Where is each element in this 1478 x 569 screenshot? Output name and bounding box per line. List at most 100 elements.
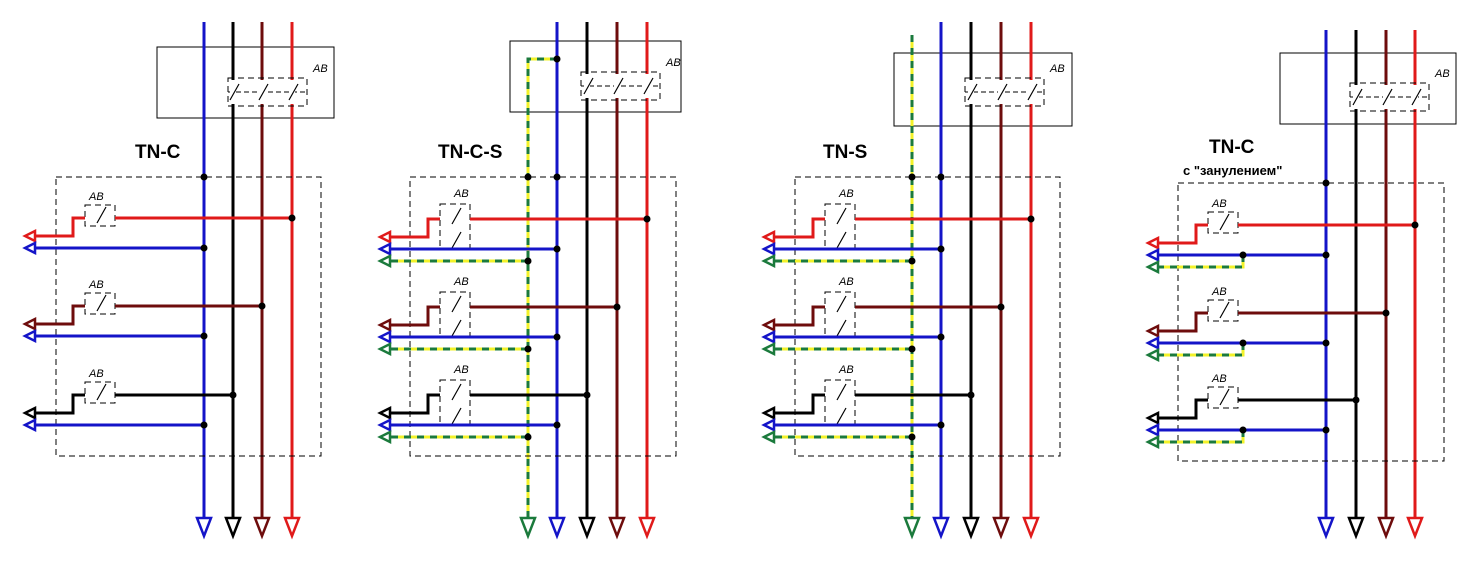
arrow-left-icon <box>1145 410 1160 426</box>
arrow-left-icon <box>22 240 37 256</box>
arrow-left-icon <box>761 417 776 433</box>
switch-contact-icon <box>613 77 624 95</box>
main-breaker-label: АВ <box>665 57 681 69</box>
branch-circuit-1: АВ <box>761 188 1035 269</box>
junction-dot <box>524 257 532 265</box>
arrow-down-icon <box>1406 516 1424 540</box>
arrow-left-icon <box>761 253 776 269</box>
arrow-down-icon <box>608 516 626 540</box>
junction-dot <box>200 421 208 429</box>
junction-dot <box>937 421 945 429</box>
junction-dot <box>553 55 561 63</box>
pe-output-bonded <box>1156 343 1245 357</box>
junction-dot <box>1322 179 1330 187</box>
arrow-down-icon <box>519 516 537 540</box>
switch-contact-icon <box>96 206 107 224</box>
arrow-left-icon <box>377 341 392 357</box>
pe-bus-yellow <box>526 57 557 518</box>
arrow-left-icon <box>1145 323 1160 339</box>
phase-output <box>388 217 440 239</box>
junction-dot <box>583 391 591 399</box>
branch-breaker <box>84 292 116 315</box>
arrow-down-icon <box>224 516 242 540</box>
junction-dot <box>613 303 621 311</box>
breaker-gap <box>259 80 265 104</box>
distribution-board <box>409 176 677 457</box>
switch-contact-icon <box>451 295 462 313</box>
branch-circuit-1: АВ <box>22 191 296 256</box>
junction-dot <box>1352 396 1360 404</box>
switch-contact-icon <box>288 83 299 101</box>
pe-bus <box>526 57 557 518</box>
phase-output <box>33 393 85 415</box>
phase-output <box>772 393 825 415</box>
junction-dot <box>1239 251 1247 259</box>
junction-dot <box>200 173 208 181</box>
junction-dot <box>288 214 296 222</box>
switch-contact-icon <box>836 231 847 249</box>
breaker-gap <box>1412 85 1418 109</box>
branch-breaker-label: АВ <box>453 276 469 288</box>
junction-dot <box>967 391 975 399</box>
junction-dot <box>937 245 945 253</box>
junction-dot <box>1322 339 1330 347</box>
switch-contact-icon <box>451 207 462 225</box>
branch-breaker-label: АВ <box>838 188 854 200</box>
arrow-left-icon <box>377 417 392 433</box>
junction-dot <box>553 173 561 181</box>
junction-dot <box>908 173 916 181</box>
arrow-left-icon <box>761 429 776 445</box>
branch-breaker <box>84 381 116 404</box>
branch-breaker-label: АВ <box>1211 373 1227 385</box>
junction-dot <box>643 215 651 223</box>
breaker-gap <box>614 74 620 98</box>
arrow-left-icon <box>22 328 37 344</box>
branch-breaker-label: АВ <box>838 364 854 376</box>
arrow-left-icon <box>761 341 776 357</box>
pe-output-bonded <box>1156 255 1245 269</box>
branch-circuit-2: АВ <box>761 276 1005 357</box>
switch-contact-icon <box>643 77 654 95</box>
junction-dot <box>937 333 945 341</box>
arrow-down-icon <box>962 516 980 540</box>
switch-contact-icon <box>451 231 462 249</box>
arrow-left-icon <box>377 241 392 257</box>
arrow-left-icon <box>761 229 776 245</box>
arrow-down-icon <box>992 516 1010 540</box>
branch-circuit-2: АВ <box>22 279 266 344</box>
main-breaker-label: АВ <box>312 63 328 75</box>
arrow-left-icon <box>377 429 392 445</box>
junction-dot <box>258 302 266 310</box>
phase-output <box>388 393 440 415</box>
distribution-board <box>55 176 322 457</box>
arrow-down-icon <box>578 516 596 540</box>
junction-dot <box>1382 309 1390 317</box>
arrow-left-icon <box>377 317 392 333</box>
switch-contact-icon <box>451 407 462 425</box>
switch-contact-icon <box>258 83 269 101</box>
arrow-left-icon <box>377 229 392 245</box>
arrow-down-icon <box>253 516 271 540</box>
panel-title: TN-C <box>135 142 181 163</box>
branch-breaker-label: АВ <box>1211 198 1227 210</box>
switchboard-box <box>1279 52 1457 125</box>
switch-contact-icon <box>1219 213 1230 231</box>
junction-dot <box>553 245 561 253</box>
switchboard-box <box>893 52 1073 127</box>
arrow-down-icon <box>638 516 656 540</box>
branch-breaker-label: АВ <box>453 188 469 200</box>
branch-breaker-label: АВ <box>88 191 104 203</box>
arrow-left-icon <box>761 317 776 333</box>
junction-dot <box>200 332 208 340</box>
switch-contact-icon <box>451 383 462 401</box>
branch-breaker-label: АВ <box>838 276 854 288</box>
switch-contact-icon <box>1411 88 1422 106</box>
breaker-gap <box>230 80 236 104</box>
switch-contact-icon <box>836 207 847 225</box>
breaker-gap <box>289 80 295 104</box>
switch-contact-icon <box>96 383 107 401</box>
switch-contact-icon <box>997 83 1008 101</box>
